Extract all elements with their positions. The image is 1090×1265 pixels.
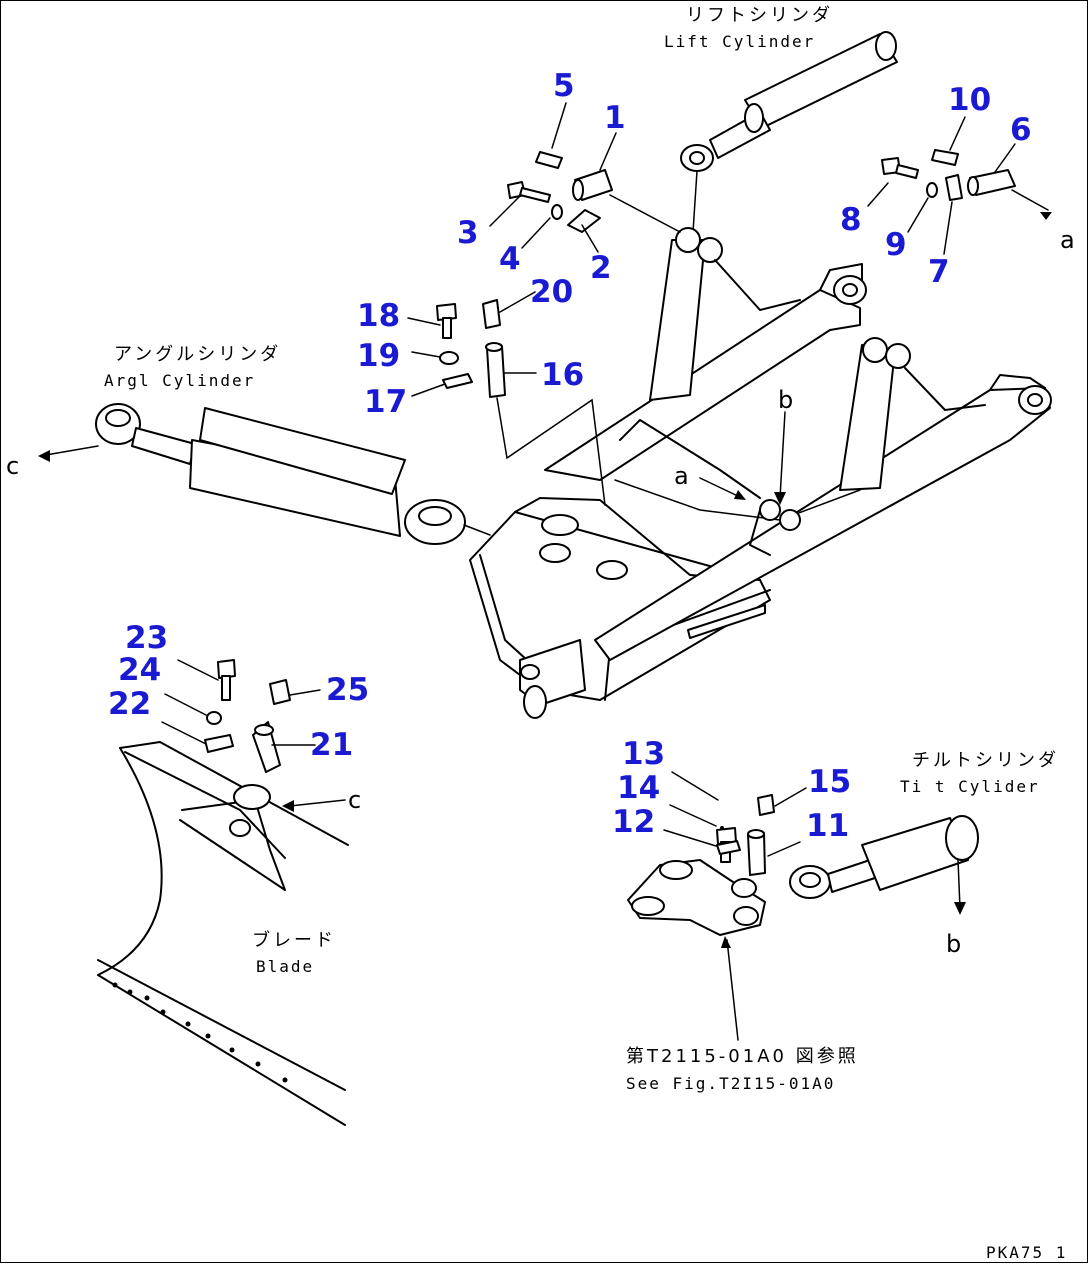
tilt-cylinder-label-jp: チルトシリンダ bbox=[912, 750, 1059, 771]
part-number-20: 20 bbox=[530, 274, 573, 310]
part-number-18: 18 bbox=[357, 298, 400, 334]
part-number-9: 9 bbox=[885, 227, 907, 263]
leader-lines bbox=[38, 102, 1016, 857]
lift-cylinder-label-jp: リフトシリンダ bbox=[686, 5, 833, 26]
part-number-8: 8 bbox=[840, 202, 862, 238]
part-number-21: 21 bbox=[310, 727, 353, 763]
blade bbox=[97, 741, 349, 1126]
part-number-24: 24 bbox=[118, 652, 161, 688]
ref-b-tilt: b bbox=[946, 930, 961, 958]
see-fig-label-en: See Fig.T2I15-01A0 bbox=[626, 1074, 835, 1093]
ref-b-frame: b bbox=[778, 386, 793, 414]
part-number-6: 6 bbox=[1010, 112, 1032, 148]
part-number-17: 17 bbox=[364, 384, 407, 420]
part-number-5: 5 bbox=[553, 68, 575, 104]
part-number-2: 2 bbox=[590, 250, 612, 286]
lift-cylinder-label-en: Lift Cylinder bbox=[664, 32, 815, 51]
blade-label-en: Blade bbox=[256, 957, 314, 976]
tilt-cylinder bbox=[789, 815, 979, 915]
part-number-12: 12 bbox=[612, 804, 655, 840]
part-number-11: 11 bbox=[806, 808, 849, 844]
part-number-14: 14 bbox=[617, 770, 660, 806]
part-number-4: 4 bbox=[499, 241, 521, 277]
part-number-10: 10 bbox=[948, 82, 991, 118]
part-number-13: 13 bbox=[622, 736, 665, 772]
drawing-code: PKA75 1 bbox=[986, 1243, 1067, 1262]
ref-a-right: a bbox=[1060, 226, 1075, 254]
part-number-25: 25 bbox=[326, 672, 369, 708]
lift-cylinder bbox=[680, 31, 898, 233]
ref-c-blade: c bbox=[348, 786, 361, 814]
see-fig-label-jp: 第T2115-01A0 図参照 bbox=[626, 1046, 859, 1067]
blade-label-jp: ブレード bbox=[252, 929, 336, 951]
part-number-3: 3 bbox=[457, 215, 479, 251]
small-parts bbox=[204, 149, 1052, 876]
reference-letters: a a b b c c bbox=[6, 226, 1075, 958]
part-number-15: 15 bbox=[808, 764, 851, 800]
part-number-19: 19 bbox=[357, 338, 400, 374]
caption-labels: リフトシリンダ Lift Cylinder アングルシリンダ Argl Cyli… bbox=[104, 5, 1067, 1262]
angle-cylinder-label-jp: アングルシリンダ bbox=[114, 344, 281, 365]
part-number-23: 23 bbox=[125, 620, 168, 656]
part-number-16: 16 bbox=[541, 357, 584, 393]
u-frame bbox=[469, 227, 1052, 719]
part-number-22: 22 bbox=[108, 686, 151, 722]
angle-cylinder bbox=[95, 403, 491, 545]
ref-a-frame: a bbox=[674, 462, 689, 490]
part-number-1: 1 bbox=[604, 100, 626, 136]
tilt-bracket bbox=[627, 859, 766, 1041]
part-callouts: 1 2 3 4 5 6 7 8 9 10 11 12 13 14 15 16 1… bbox=[108, 68, 1032, 844]
tilt-cylinder-label-en: Ti t Cylider bbox=[900, 777, 1040, 796]
ref-c-left: c bbox=[6, 452, 19, 480]
angle-cylinder-label-en: Argl Cylinder bbox=[104, 371, 255, 390]
part-number-7: 7 bbox=[928, 254, 950, 290]
